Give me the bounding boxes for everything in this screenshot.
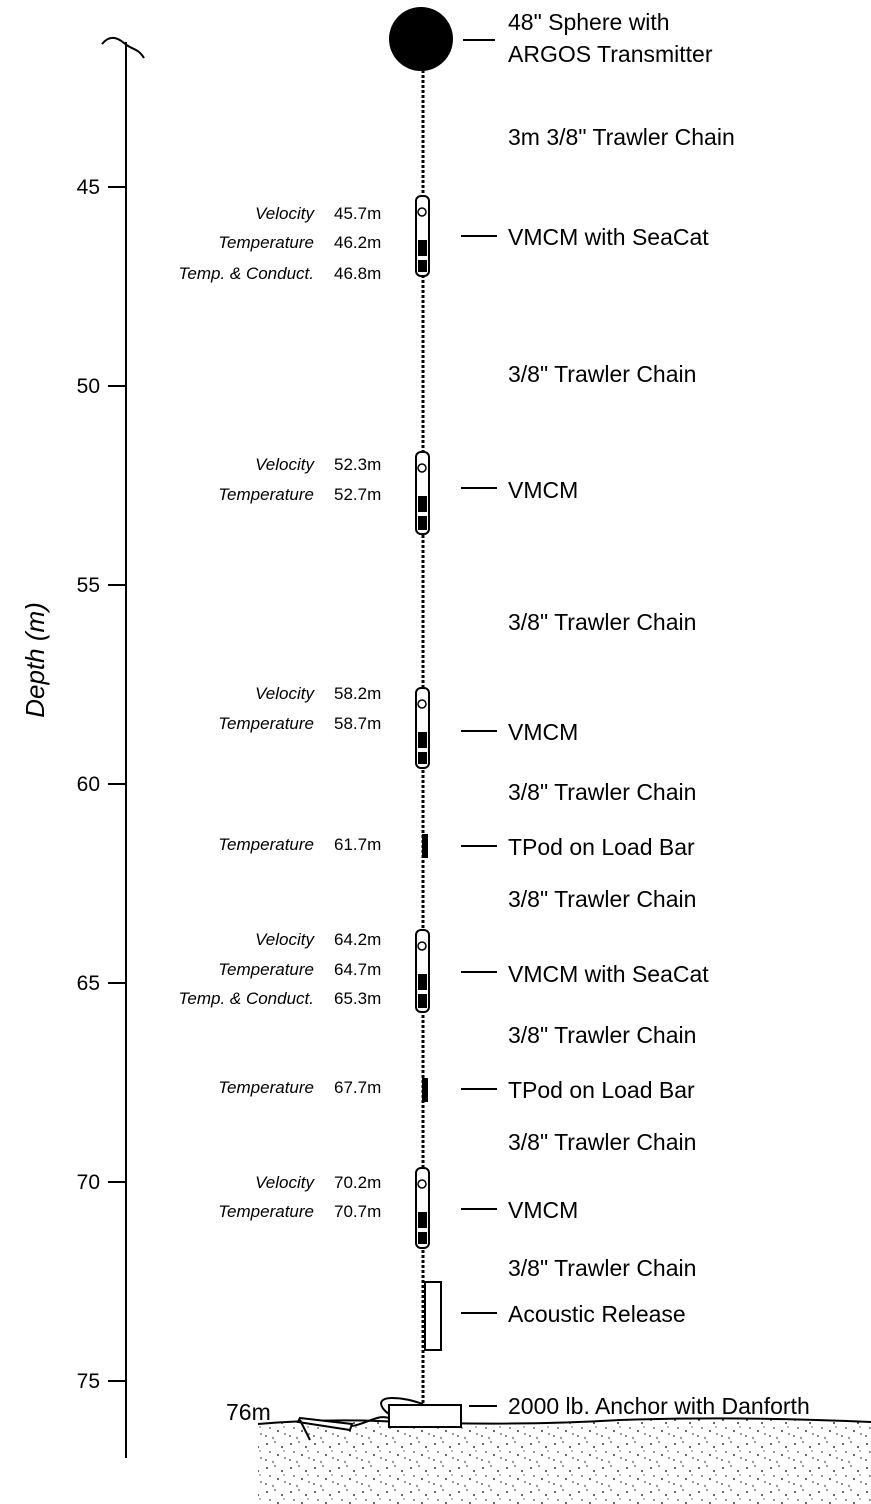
component-label: VMCM — [508, 477, 578, 503]
component-label: 3/8" Trawler Chain — [508, 1255, 696, 1281]
instrument-depth: 70.7m — [334, 1202, 381, 1221]
component-label: TPod on Load Bar — [508, 1077, 695, 1103]
axis-tick-label: 45 — [77, 176, 100, 199]
axis-tick-label: 70 — [77, 1171, 100, 1194]
component-label: 48" Sphere with — [508, 9, 670, 35]
axis-break-icon — [101, 36, 145, 59]
instrument-depth: 45.7m — [334, 204, 381, 223]
axis-label: Depth (m) — [20, 602, 50, 718]
component-label: 2000 lb. Anchor with Danforth — [508, 1393, 810, 1419]
sphere-icon — [389, 7, 453, 71]
component-label: 3m 3/8" Trawler Chain — [508, 124, 735, 150]
instrument-depth: 46.8m — [334, 264, 381, 283]
component-label: 3/8" Trawler Chain — [508, 779, 696, 805]
vmcm-instrument-icon — [415, 195, 430, 277]
instrument-type: Velocity — [255, 930, 315, 949]
instrument-type: Temperature — [218, 714, 314, 733]
depth-axis: 45 50 55 60 65 70 75 Depth (m) — [20, 36, 145, 1458]
instrument-depth: 52.3m — [334, 455, 381, 474]
instrument-type: Temp. & Conduct. — [179, 264, 314, 283]
instrument-type: Velocity — [255, 684, 315, 703]
tpod-icon — [422, 834, 428, 858]
instrument-type: Temperature — [218, 960, 314, 979]
acoustic-release-icon — [424, 1281, 442, 1351]
instrument-type: Velocity — [255, 204, 315, 223]
instrument-type: Temperature — [218, 1078, 314, 1097]
axis-tick-label: 60 — [77, 773, 100, 796]
instrument-depth: 64.2m — [334, 930, 381, 949]
instrument-type: Temperature — [218, 485, 314, 504]
axis-tick-label: 65 — [77, 972, 100, 995]
instrument-depth: 61.7m — [334, 835, 381, 854]
instrument-depth: 70.2m — [334, 1173, 381, 1192]
vmcm-instrument-icon — [415, 687, 430, 769]
component-label: VMCM — [508, 1197, 578, 1223]
axis-tick-label: 55 — [77, 574, 100, 597]
vmcm-instrument-icon — [415, 929, 430, 1013]
vmcm-instrument-icon — [415, 451, 430, 535]
component-label: VMCM — [508, 719, 578, 745]
seafloor-depth-label: 76m — [226, 1399, 271, 1425]
instrument-type: Velocity — [255, 455, 315, 474]
instrument-type: Temp. & Conduct. — [179, 989, 314, 1008]
component-label: 3/8" Trawler Chain — [508, 886, 696, 912]
component-label: 3/8" Trawler Chain — [508, 361, 696, 387]
axis-tick-label: 75 — [77, 1370, 100, 1393]
vmcm-instrument-icon — [415, 1167, 430, 1249]
axis-tick-label: 50 — [77, 375, 100, 398]
instrument-depth: 58.7m — [334, 714, 381, 733]
instrument-depth: 46.2m — [334, 233, 381, 252]
instrument-type: Temperature — [218, 835, 314, 854]
instrument-depth: 58.2m — [334, 684, 381, 703]
seafloor — [257, 1417, 871, 1504]
instrument-type: Temperature — [218, 1202, 314, 1221]
instrument-type: Velocity — [255, 1173, 315, 1192]
component-label: Acoustic Release — [508, 1301, 686, 1327]
component-label: VMCM with SeaCat — [508, 961, 709, 987]
component-label: 3/8" Trawler Chain — [508, 1022, 696, 1048]
component-label: ARGOS Transmitter — [508, 41, 713, 67]
component-label: VMCM with SeaCat — [508, 224, 709, 250]
instrument-depth: 65.3m — [334, 989, 381, 1008]
instrument-depth: 52.7m — [334, 485, 381, 504]
component-label: TPod on Load Bar — [508, 834, 695, 860]
instrument-depth: 67.7m — [334, 1078, 381, 1097]
anchor-icon — [296, 1396, 462, 1441]
axis-ticks: 45 50 55 60 65 70 75 — [77, 176, 126, 1393]
component-label: 3/8" Trawler Chain — [508, 609, 696, 635]
instrument-depth: 64.7m — [334, 960, 381, 979]
instrument-type: Temperature — [218, 233, 314, 252]
component-label: 3/8" Trawler Chain — [508, 1129, 696, 1155]
tpod-icon — [422, 1078, 428, 1102]
